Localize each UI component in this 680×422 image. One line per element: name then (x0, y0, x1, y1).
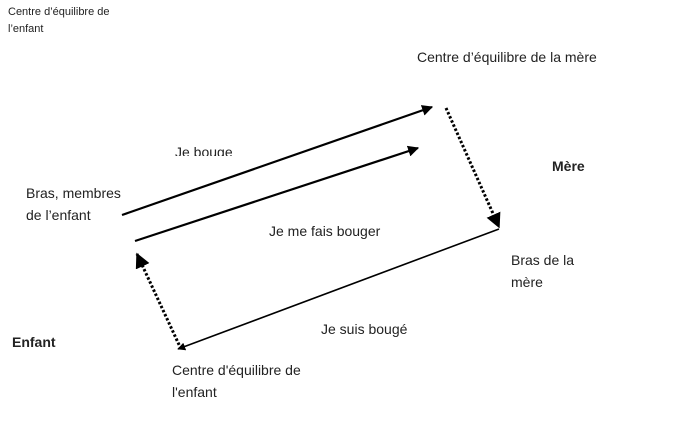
dotted-arrow-child-center-to-limbs (135, 252, 183, 350)
je-me-fais-bouger-label: Je me fais bouger (269, 223, 381, 239)
mother-arms-label: Bras de la mère (511, 252, 575, 291)
mother-label: Mère (552, 158, 585, 174)
arrow-je-bouge (121, 105, 434, 217)
arrow-je-me-fais-bouger (134, 145, 420, 243)
child-label: Enfant (12, 334, 56, 350)
je-suis-bouge-label: Je suis bougé (321, 321, 408, 337)
child-arms-label: Bras, membres de l’enfant (26, 185, 121, 224)
child-balance-center-label: Centre d'équilibre de l'enfant (172, 362, 301, 400)
mother-balance-center-label: Centre d’équilibre de la mère (417, 49, 597, 65)
je-bouge-label: Je bouge (175, 144, 233, 156)
arrow-je-suis-bouge (177, 228, 500, 351)
corner-title: Centre d’équilibre de l’enfant (8, 6, 110, 35)
dotted-arrow-mother-center-to-arm (444, 107, 501, 229)
